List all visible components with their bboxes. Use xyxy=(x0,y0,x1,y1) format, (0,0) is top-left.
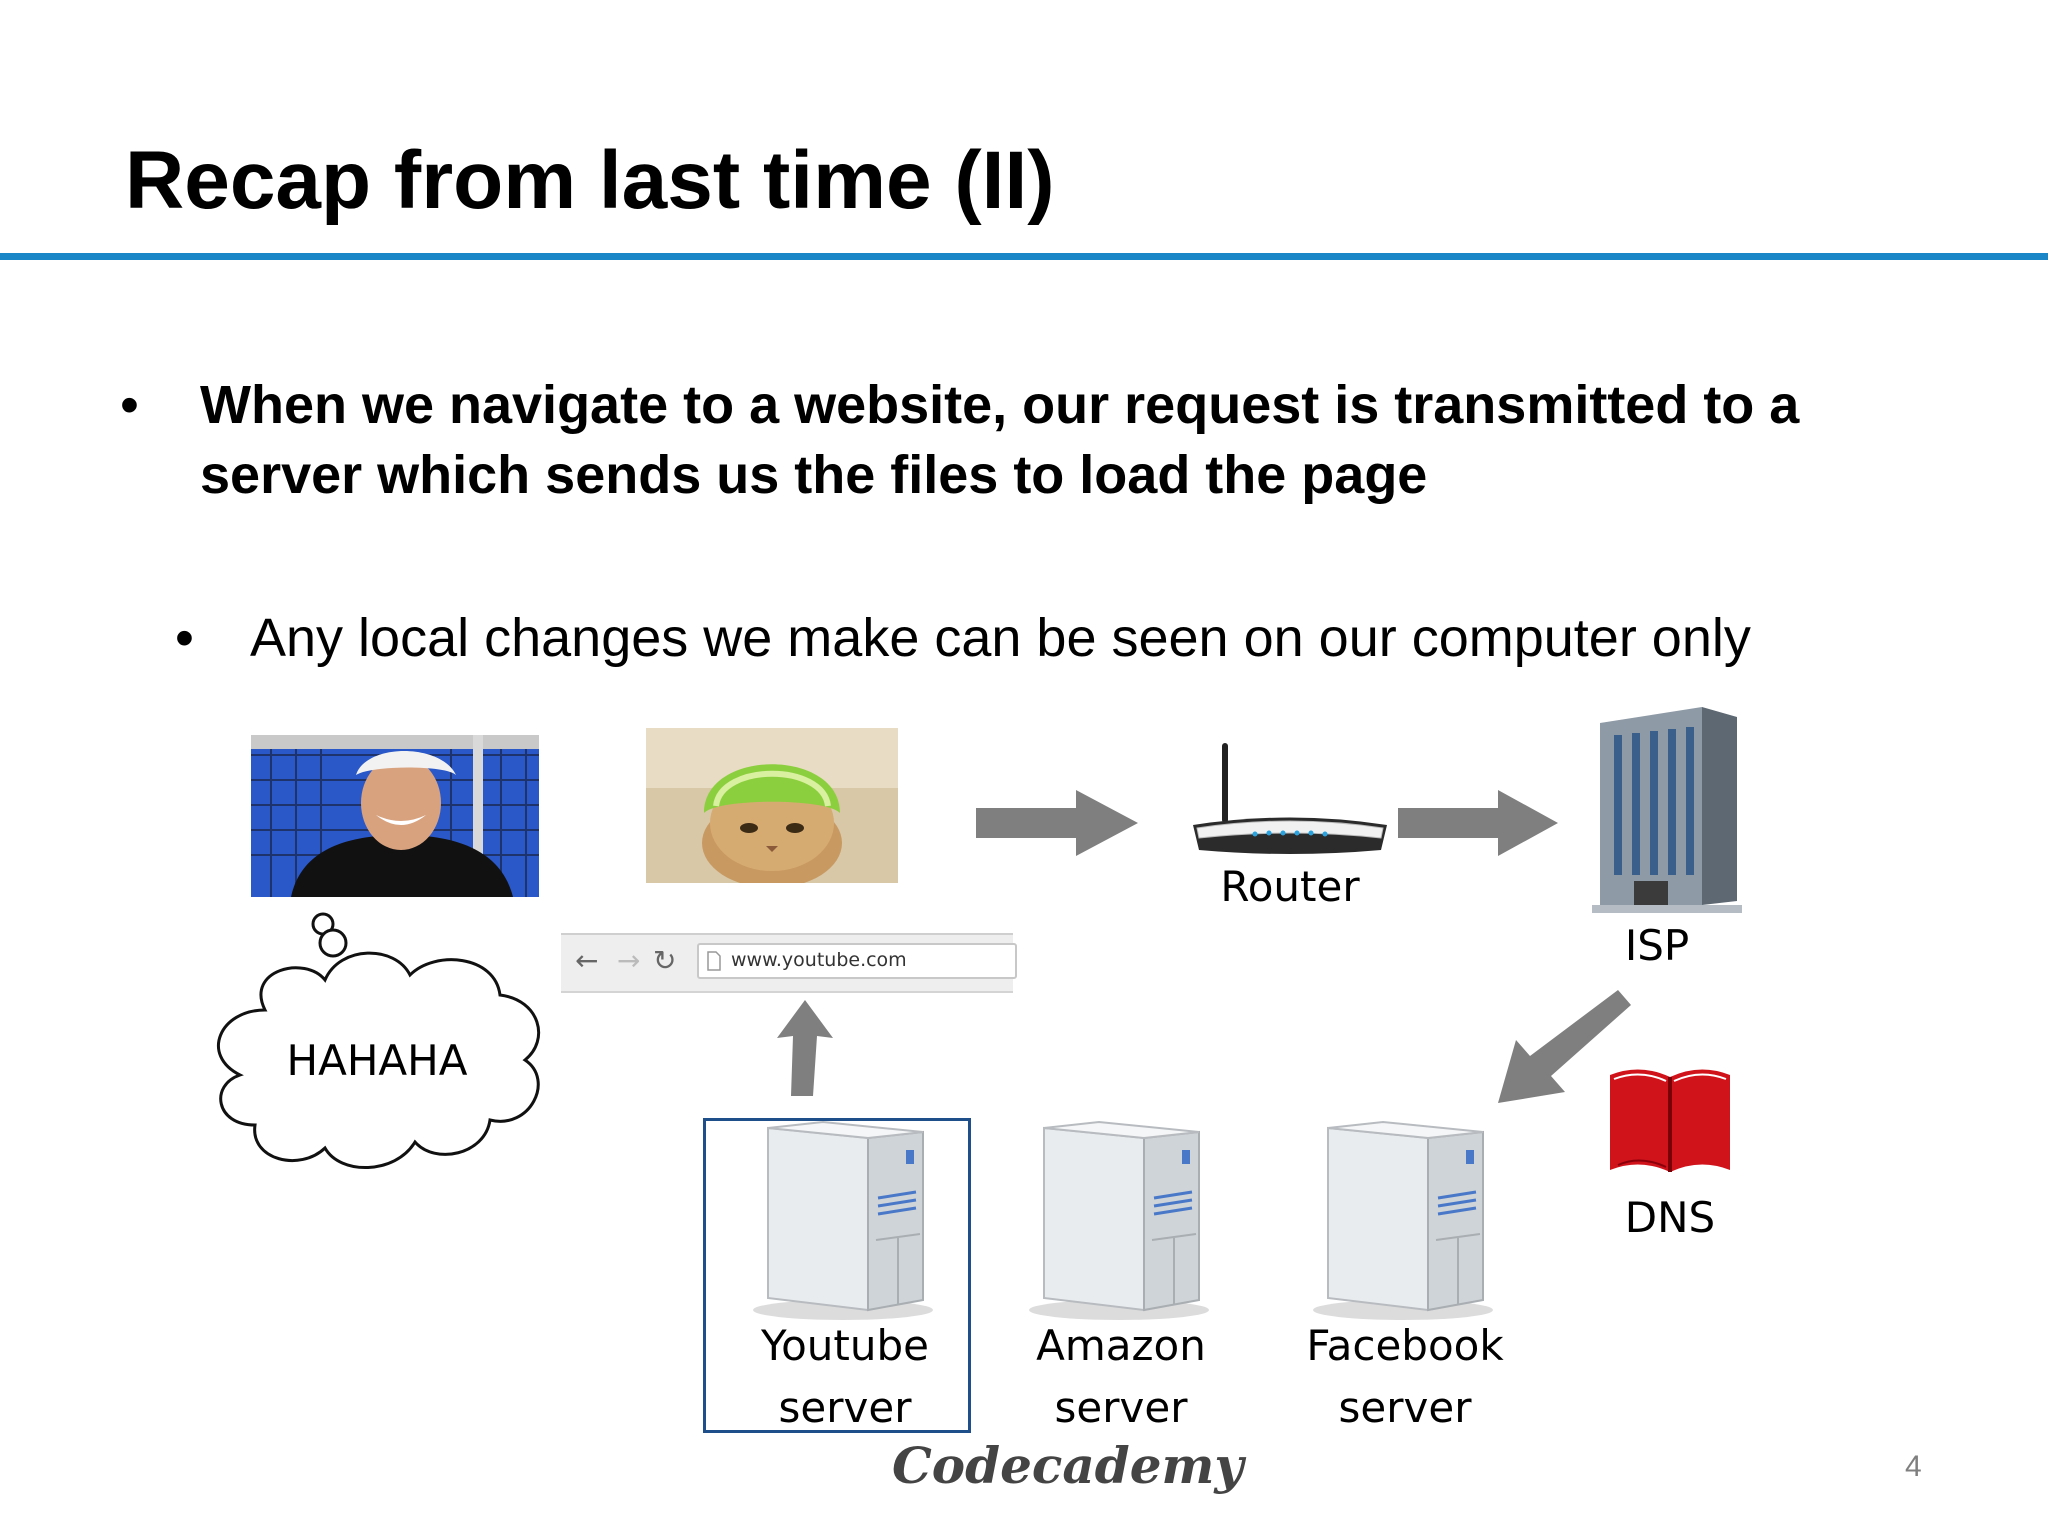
server-label-line1: Facebook xyxy=(1306,1321,1504,1370)
server-amazon[interactable]: Amazon server xyxy=(996,1120,1246,1432)
url-input[interactable]: www.youtube.com xyxy=(697,943,1017,979)
arrow-isp-to-server xyxy=(1498,990,1631,1103)
codecademy-logo: Codecademy xyxy=(892,1436,1244,1495)
bullet-main-text: When we navigate to a website, our reque… xyxy=(200,375,1800,505)
bullet-dot: • xyxy=(175,608,194,668)
server-label-line2: server xyxy=(1054,1383,1188,1432)
dns-label: DNS xyxy=(1624,1193,1716,1242)
isp-node: ISP xyxy=(1592,705,1742,975)
back-arrow-icon[interactable]: ← xyxy=(575,944,599,977)
bullet-sub-text: Any local changes we make can be seen on… xyxy=(250,608,1751,668)
laughing-person-photo xyxy=(251,735,539,897)
thought-bubble: HAHAHA xyxy=(195,910,570,1185)
server-icon xyxy=(1029,1120,1209,1320)
server-label-line1: Youtube xyxy=(761,1321,929,1370)
router-node: Router xyxy=(1185,740,1395,911)
page-number: 4 xyxy=(1905,1450,1922,1483)
selected-server-highlight xyxy=(703,1118,971,1433)
browser-address-bar: ← → ↻ www.youtube.com xyxy=(561,933,1017,993)
thought-text: HAHAHA xyxy=(286,1036,468,1085)
server-youtube[interactable]: Youtube server xyxy=(720,1120,970,1432)
router-icon xyxy=(1193,743,1387,854)
server-icon xyxy=(1313,1120,1493,1320)
reload-icon[interactable]: ↻ xyxy=(653,944,677,977)
building-icon xyxy=(1592,707,1742,913)
isp-label: ISP xyxy=(1624,921,1690,970)
bullet-dot: • xyxy=(120,375,139,435)
slide-title: Recap from last time (II) xyxy=(125,135,1055,226)
arrow-to-router xyxy=(976,790,1138,856)
title-divider xyxy=(0,253,2048,260)
server-facebook[interactable]: Facebook server xyxy=(1280,1120,1530,1432)
dns-node: DNS xyxy=(1600,1055,1740,1255)
arrow-server-to-browser xyxy=(777,1000,833,1096)
server-label-line2: server xyxy=(1338,1383,1472,1432)
cat-photo xyxy=(646,728,898,883)
arrow-to-isp xyxy=(1398,790,1558,856)
dictionary-icon xyxy=(1610,1069,1730,1172)
url-text: www.youtube.com xyxy=(731,949,907,971)
page-icon xyxy=(707,951,721,971)
forward-arrow-icon[interactable]: → xyxy=(617,944,641,977)
server-label-line1: Amazon xyxy=(1036,1321,1206,1370)
server-icon xyxy=(753,1120,933,1320)
router-label: Router xyxy=(1220,862,1360,911)
server-label-line2: server xyxy=(778,1383,912,1432)
